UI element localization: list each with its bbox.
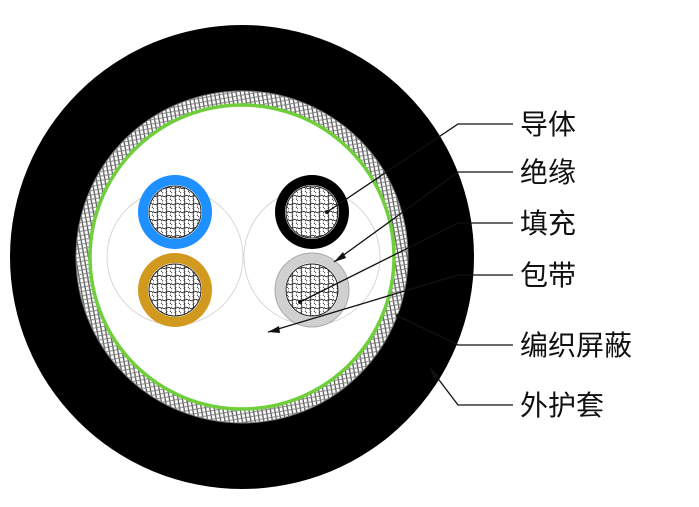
- leader-braid: [396, 314, 513, 346]
- leader-conductor: [325, 123, 513, 214]
- core-blue: [138, 175, 212, 249]
- conductor: [285, 263, 339, 317]
- filler-area: [93, 108, 391, 406]
- core-gold: [138, 253, 212, 327]
- label-filler: 填充: [520, 207, 576, 240]
- conductor: [148, 185, 202, 239]
- label-tape: 包带: [520, 259, 576, 292]
- conductor: [148, 263, 202, 317]
- leader-insulation: [333, 171, 513, 263]
- braid-shield-edge: [75, 90, 409, 424]
- label-insulation: 绝缘: [520, 156, 576, 189]
- leader-tape: [267, 274, 513, 333]
- core-grey: [274, 252, 350, 328]
- conductor: [285, 185, 339, 239]
- core-black: [275, 175, 349, 249]
- label-conductor: 导体: [520, 108, 576, 141]
- label-braid-shield: 编织屏蔽: [520, 329, 632, 362]
- leader-filler: [298, 222, 513, 304]
- label-outer-sheath: 外护套: [520, 389, 604, 422]
- leader-sheath: [429, 367, 513, 406]
